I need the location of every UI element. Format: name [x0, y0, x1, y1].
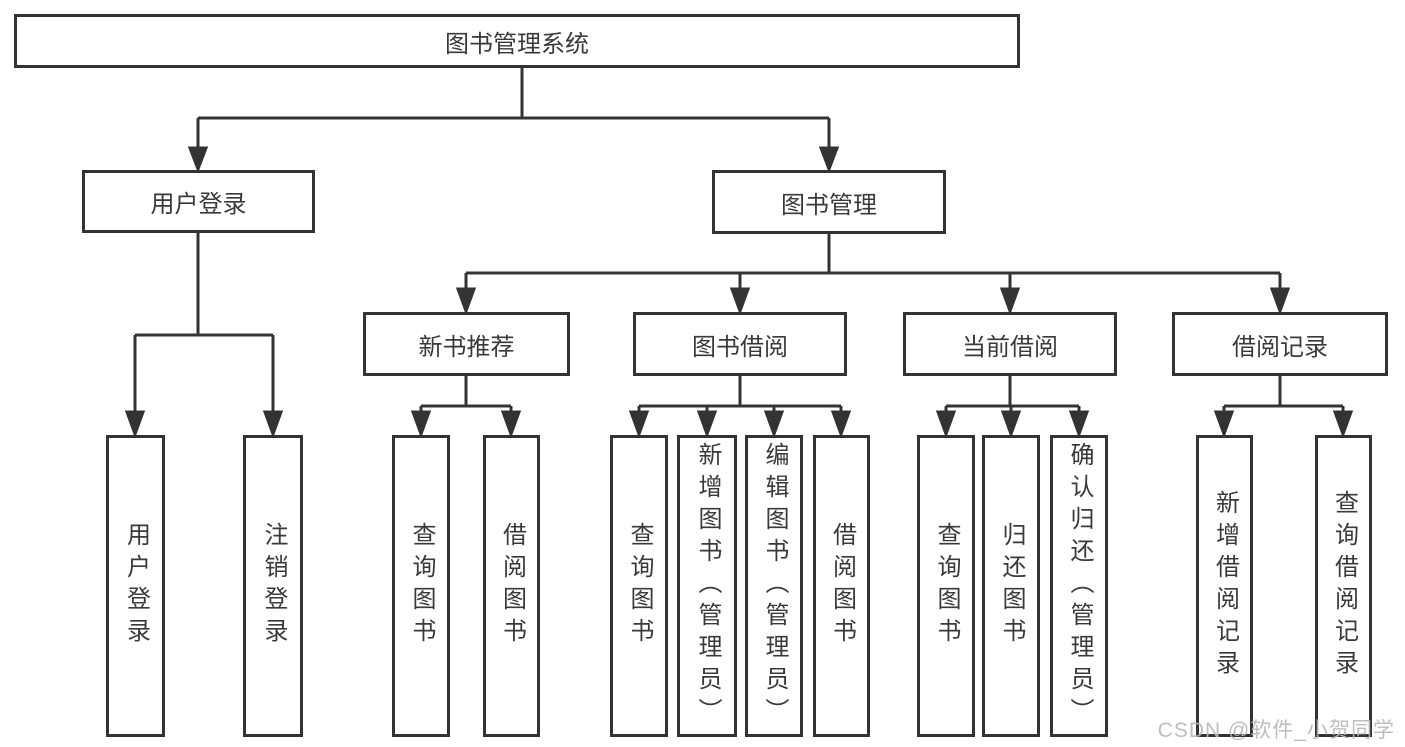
node-new-book-recommend: 新书推荐	[363, 312, 570, 376]
leaf-label: 借阅图书	[828, 522, 856, 650]
edge-new-book-to-leaves	[410, 376, 522, 439]
arrow-down-icon	[935, 410, 957, 439]
node-root-library-system: 图书管理系统	[14, 14, 1020, 68]
arrow-down-icon	[1068, 410, 1090, 439]
leaf-logout: 注销登录	[243, 435, 303, 737]
arrow-down-icon	[729, 287, 751, 316]
edge-book-borrow-to-leaves	[628, 376, 852, 439]
arrow-down-icon	[628, 410, 650, 439]
leaf-label: 新增图书（管理员）	[694, 442, 721, 730]
leaf-label: 查询借阅记录	[1330, 490, 1358, 682]
leaf-label: 归还图书	[998, 522, 1025, 650]
node-label: 用户登录	[150, 191, 247, 218]
edge-user-login-to-leaves	[124, 233, 284, 439]
arrow-down-icon	[187, 146, 209, 174]
node-current-borrowing: 当前借阅	[903, 312, 1117, 376]
leaf-label: 确认归还（管理员）	[1066, 442, 1093, 730]
arrow-down-icon	[1332, 410, 1354, 439]
arrow-down-icon	[455, 287, 477, 316]
node-label: 新书推荐	[418, 333, 515, 361]
leaf-add-borrow-record: 新增借阅记录	[1196, 435, 1253, 737]
leaf-label: 注销登录	[260, 522, 287, 650]
leaf-user-login: 用户登录	[106, 435, 165, 737]
edge-current-borrow-to-leaves	[935, 376, 1090, 439]
arrow-down-icon	[262, 410, 284, 439]
arrow-down-icon	[410, 410, 432, 439]
leaf-query-borrow-record: 查询借阅记录	[1315, 435, 1372, 737]
arrow-down-icon	[124, 410, 146, 439]
leaf-borrow-borrow-books: 借阅图书	[813, 435, 870, 737]
leaf-label: 查询图书	[408, 522, 435, 650]
leaf-confirm-return-admin: 确认归还（管理员）	[1050, 435, 1108, 737]
arrow-down-icon	[696, 410, 718, 439]
arrow-down-icon	[1000, 410, 1022, 439]
leaf-label: 查询图书	[626, 522, 653, 650]
edge-borrow-records-to-leaves	[1213, 376, 1354, 439]
leaf-newbook-borrow-books: 借阅图书	[483, 435, 540, 737]
leaf-label: 编辑图书（管理员）	[761, 442, 788, 730]
watermark: CSDN @软件_小贺同学	[1157, 719, 1395, 742]
leaf-newbook-query-books: 查询图书	[392, 435, 450, 737]
leaf-edit-book-admin: 编辑图书（管理员）	[745, 435, 803, 737]
leaf-current-query-books: 查询图书	[917, 435, 975, 737]
node-book-management: 图书管理	[712, 170, 946, 234]
arrow-down-icon	[500, 410, 522, 439]
node-book-borrowing: 图书借阅	[633, 312, 847, 376]
leaf-return-books: 归还图书	[982, 435, 1040, 737]
arrow-down-icon	[1213, 410, 1235, 439]
node-label: 图书管理系统	[445, 30, 589, 58]
leaf-label: 新增借阅记录	[1211, 490, 1239, 682]
edge-book-management-to-level3	[455, 234, 1291, 316]
leaf-label: 借阅图书	[498, 522, 526, 650]
node-label: 借阅记录	[1232, 333, 1328, 361]
arrow-down-icon	[830, 410, 852, 439]
node-label: 图书借阅	[692, 333, 788, 361]
node-label: 当前借阅	[962, 333, 1058, 361]
arrow-down-icon	[1269, 287, 1291, 316]
node-borrowing-records: 借阅记录	[1172, 312, 1388, 376]
arrow-down-icon	[818, 146, 840, 174]
leaf-borrow-query-books: 查询图书	[610, 435, 668, 737]
leaf-label: 查询图书	[933, 522, 960, 650]
node-label: 图书管理	[781, 191, 877, 219]
edge-root-to-level2	[187, 68, 840, 174]
arrow-down-icon	[763, 410, 785, 439]
leaf-label: 用户登录	[122, 522, 150, 650]
node-user-login: 用户登录	[82, 170, 315, 233]
leaf-add-book-admin: 新增图书（管理员）	[677, 435, 737, 737]
arrow-down-icon	[999, 287, 1021, 316]
